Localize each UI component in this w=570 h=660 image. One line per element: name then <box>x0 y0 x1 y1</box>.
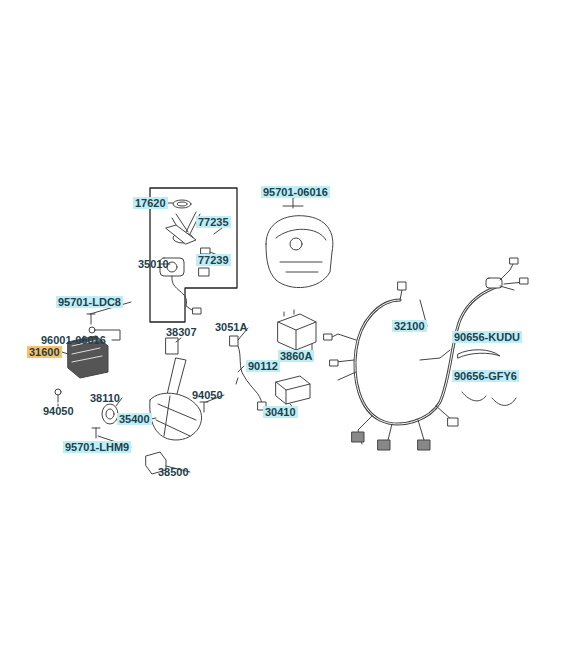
callout-number: 35400 <box>117 413 152 425</box>
callout-number: 95701-LDC8 <box>56 296 123 308</box>
callout-number: 77235 <box>196 216 231 228</box>
callout-number: 3051A <box>213 321 249 333</box>
callout-number: 31600 <box>27 346 62 358</box>
callout-number: 90656-KUDU <box>452 331 522 343</box>
callout-number: 95701-06016 <box>261 186 330 198</box>
callout-number: 90656-GFY6 <box>452 370 519 382</box>
callout-number: 95701-LHM9 <box>63 441 131 453</box>
callout-number: 94050 <box>190 389 225 401</box>
callout-number: 38307 <box>164 326 199 338</box>
callout-number: 32100 <box>392 320 427 332</box>
callout-number: 30410 <box>263 406 298 418</box>
callout-number: 77239 <box>196 254 231 266</box>
callout-number: 94050 <box>41 405 76 417</box>
callout-number: 17620 <box>133 197 168 209</box>
callout-number: 3860A <box>278 350 314 362</box>
callout-number: 35010 <box>136 258 171 270</box>
callout-number: 38110 <box>88 392 122 404</box>
callout-number: 96001-06016 <box>39 334 108 346</box>
callout-number: 38500 <box>156 466 191 478</box>
callout-number: 90112 <box>246 360 280 372</box>
